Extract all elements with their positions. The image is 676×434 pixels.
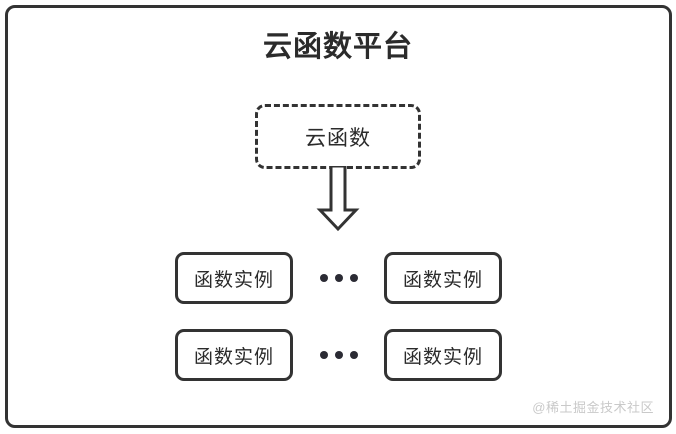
- ellipsis-dot: [319, 351, 328, 359]
- page-title: 云函数平台: [262, 31, 413, 63]
- function-instance-box: 函数实例: [175, 252, 293, 304]
- cloud-function-label: 云函数: [305, 126, 371, 150]
- watermark: @稀土掘金技术社区: [532, 400, 654, 415]
- ellipsis-dot: [349, 274, 358, 282]
- instance-row-2: 函数实例 函数实例: [175, 329, 502, 381]
- function-instance-box: 函数实例: [384, 252, 502, 304]
- ellipsis-dot: [319, 274, 328, 282]
- function-instance-label: 函数实例: [193, 269, 274, 291]
- function-instance-label: 函数实例: [402, 346, 483, 368]
- ellipsis-dot: [349, 351, 358, 359]
- ellipsis-icon: [300, 329, 378, 381]
- ellipsis-dot: [334, 274, 343, 282]
- function-instance-box: 函数实例: [175, 329, 293, 381]
- function-instance-label: 函数实例: [402, 269, 483, 291]
- function-instance-box: 函数实例: [384, 329, 502, 381]
- down-block-arrow-icon: [313, 164, 363, 232]
- ellipsis-dot: [334, 351, 343, 359]
- ellipsis-icon: [300, 252, 378, 304]
- function-instance-label: 函数实例: [193, 346, 274, 368]
- instance-row-1: 函数实例 函数实例: [175, 252, 502, 304]
- cloud-function-node: 云函数: [255, 104, 421, 169]
